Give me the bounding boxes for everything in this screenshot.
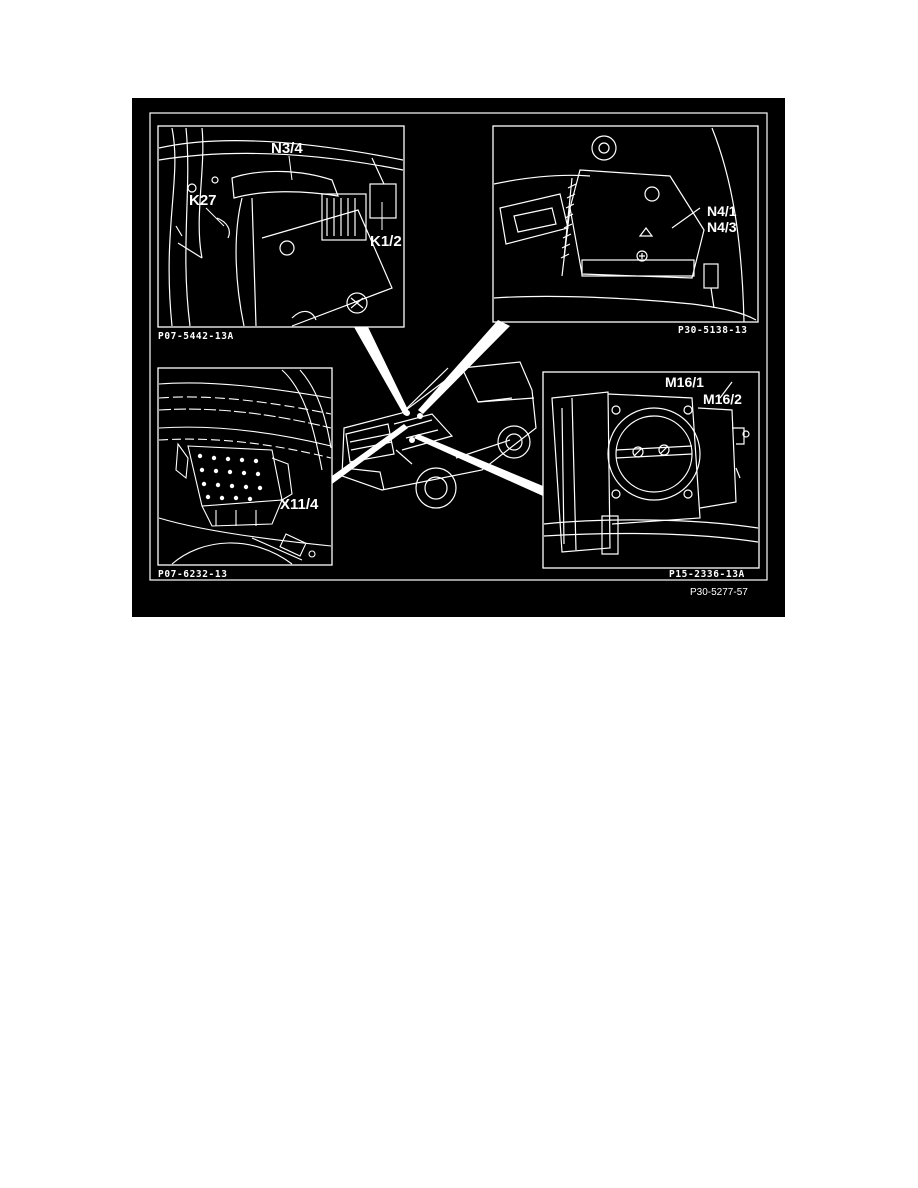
panel-bottom-left-drawing [158, 369, 332, 565]
callout-top-left [354, 327, 410, 415]
panel-top-right-frame [492, 125, 759, 323]
panel-bottom-right-code: P15-2336-13A [669, 569, 745, 580]
panel-top-left-frame [157, 125, 405, 328]
panel-bottom-right: M16/1 M16/2 P15-2336-13A [542, 371, 760, 580]
callout-top-right [418, 320, 510, 414]
label-m16-2: M16/2 [703, 391, 742, 407]
label-m16-1: M16/1 [665, 374, 704, 390]
callout-bottom-right [414, 434, 543, 496]
panel-bottom-left-frame [157, 367, 333, 566]
callout-bottom-left [332, 424, 408, 484]
panel-top-right: N4/1 N4/3 P30-5138-13 [492, 125, 759, 336]
panel-bottom-left-pins [197, 453, 263, 502]
figure-frame [149, 112, 768, 581]
callout-wedges [332, 320, 543, 496]
figure-reference: P30-5277-57 [690, 587, 748, 598]
label-x11-4: X11/4 [280, 496, 319, 513]
panel-bottom-right-drawing [543, 381, 759, 555]
figure-svg: N3/4 K27 K1/2 P07-5442-13A [132, 98, 785, 617]
label-n4-1: N4/1 [707, 203, 737, 219]
label-n4-3: N4/3 [707, 219, 737, 235]
panel-top-left-leaders [205, 155, 383, 230]
panel-bottom-left-code: P07-6232-13 [158, 569, 228, 580]
panel-bottom-right-frame [542, 371, 760, 569]
panel-top-right-code: P30-5138-13 [678, 325, 748, 336]
panel-top-right-drawing [493, 127, 757, 323]
panel-bottom-left: X11/4 P07-6232-13 [157, 367, 333, 580]
figure-background [132, 98, 785, 617]
panel-top-left-code: P07-5442-13A [158, 331, 234, 342]
label-n3-4: N3/4 [271, 140, 303, 157]
panel-top-left: N3/4 K27 K1/2 P07-5442-13A [157, 125, 405, 342]
label-k27: K27 [189, 192, 217, 209]
component-location-figure: N3/4 K27 K1/2 P07-5442-13A [132, 98, 785, 617]
label-k1-2: K1/2 [370, 233, 402, 250]
panel-top-left-drawing [158, 127, 404, 327]
